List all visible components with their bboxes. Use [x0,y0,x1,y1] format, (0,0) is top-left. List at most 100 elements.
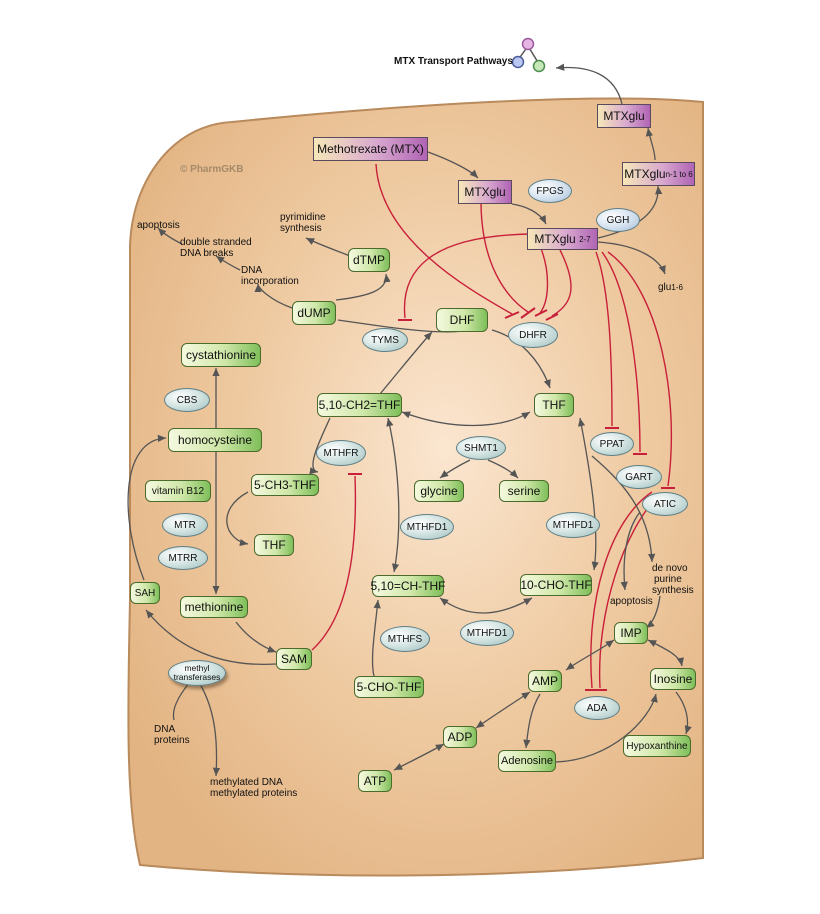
dna-incorporation-label-2: incorporation [241,276,299,287]
dtmp-node[interactable]: dTMP [348,248,390,272]
methyltransferases-label-2: transferases [173,672,221,682]
imp-node[interactable]: IMP [614,622,648,644]
gart-enzyme[interactable]: GART [616,465,662,489]
methotrexate-label: Methotrexate (MTX) [317,142,424,156]
arrow-ch2thf-chthf [386,417,400,573]
mthfs-enzyme[interactable]: MTHFS [380,626,430,652]
arrow-mtxglutop-out [555,63,623,105]
atp-node[interactable]: ATP [358,770,392,792]
inosine-node[interactable]: Inosine [650,668,696,690]
thf-left-node[interactable]: THF [254,534,294,556]
transport-icon [511,37,546,73]
inhibition-bars [348,307,675,691]
5cho-thf-node[interactable]: 5-CHO-THF [354,676,424,698]
10cho-thf-node[interactable]: 10-CHO-THF [520,574,592,596]
arrow-5cho-chthf [371,599,381,677]
methotrexate-node[interactable]: Methotrexate (MTX) [313,137,428,161]
arrow-adp-atp [393,743,445,771]
homocysteine-node[interactable]: homocysteine [168,428,262,452]
watermark-pharmgkb: © PharmGKB [180,164,244,175]
sam-node[interactable]: SAM [276,648,312,670]
cbs-enzyme[interactable]: CBS [164,388,210,412]
methyltransferases-enzyme[interactable]: methyl transferases [168,660,226,686]
mtxglu27-sub: 2-7 [579,234,591,244]
arrow-mtxglu27-mtxglun [597,185,663,239]
inhibit-mtxglu27-gart [601,251,641,453]
arrow-mtxglu27-glu [597,241,666,275]
mthfd1-enzyme-b[interactable]: MTHFD1 [546,512,600,538]
dhf-node[interactable]: DHF [436,308,488,332]
arrow-inosine-hypoxanthine [675,691,692,735]
arrow-chthf-10cho [439,597,533,614]
inhibit-mtxglu27-ppat [595,251,613,427]
methionine-node[interactable]: methionine [180,596,248,618]
denovo-label-2: purine [654,574,682,585]
arrow-dsb-apoptosis [157,227,183,245]
fpgs-enzyme[interactable]: FPGS [528,179,572,203]
inhibit-mtxglu27-dhfr-a [539,245,549,314]
pyrimidine-label-2: synthesis [280,223,322,234]
arrow-dump-dtmp [335,273,391,301]
ch2thf-node[interactable]: 5,10-CH2=THF [317,393,402,417]
arrow-thf-denovo [591,455,656,563]
denovo-label-3: synthesis [652,585,694,596]
inhibit-sam-mthfr [311,475,357,651]
dna-proteins-label-2: proteins [154,735,190,746]
methylated-label-1: methylated DNA [210,777,283,788]
atic-enzyme[interactable]: ATIC [642,492,688,516]
apoptosis-top-label: apoptosis [137,220,180,231]
shmt1-enzyme[interactable]: SHMT1 [456,436,506,460]
arrow-imp-amp [565,639,615,671]
mtr-enzyme[interactable]: MTR [162,513,208,537]
arrow-sah-homocys [127,434,167,581]
mthfd1-enzyme-a[interactable]: MTHFD1 [400,514,454,540]
apoptosis-right-label: apoptosis [610,596,653,607]
arrow-amp-adenosine [523,693,541,749]
cystathionine-node[interactable]: cystathionine [181,343,261,367]
mtxglu-label: MTXglu [464,185,506,199]
arrow-ch2thf-thf [401,411,531,427]
dump-node[interactable]: dUMP [292,301,336,325]
arrow-dnainc-dsb [215,255,241,271]
methyltransferases-label-1: methyl [184,663,210,673]
arrow-methyl-dna [172,681,191,721]
chthf-node[interactable]: 5,10=CH-THF [370,575,446,597]
arrow-dtmp-pyr [305,237,351,257]
mtxglu-top-node[interactable]: MTXglu [597,104,651,128]
ch3thf-node[interactable]: 5-CH3-THF [251,474,319,496]
arrow-shmt1-glycine [439,459,471,479]
arrow-imp-inosine [647,639,684,667]
mtxglu27-node[interactable]: MTXglu 2-7 [527,228,598,250]
arrow-shmt1-serine [487,459,519,479]
serine-node[interactable]: serine [499,480,549,502]
mtrr-enzyme[interactable]: MTRR [158,546,208,570]
mthfr-enzyme[interactable]: MTHFR [316,440,366,466]
hypoxanthine-node[interactable]: Hypoxanthine [623,735,691,757]
amp-node[interactable]: AMP [528,670,562,692]
glu-main: glu [658,282,672,293]
arrow-amp-adp [475,691,531,729]
dna-proteins-label-1: DNA [154,724,176,735]
ppat-enzyme[interactable]: PPAT [590,432,634,456]
dhfr-enzyme[interactable]: DHFR [508,322,558,348]
arrow-mtxglu-mtxglu27 [511,203,547,225]
glycine-node[interactable]: glycine [414,480,464,502]
mtxglu-node[interactable]: MTXglu [458,180,512,204]
arrow-dump-dnainc [254,283,293,309]
adenosine-node[interactable]: Adenosine [498,750,556,772]
sah-node[interactable]: SAH [130,582,160,604]
arrow-methyl-methylated [199,683,221,777]
tyms-enzyme[interactable]: TYMS [362,328,408,352]
ada-enzyme[interactable]: ADA [574,696,620,720]
arrow-dhf-thf [491,329,551,389]
inhibit-mtxglu27-tyms [403,233,531,319]
inhibit-mtxglu27-dhfr-b [551,249,572,317]
mthfd1-enzyme-c[interactable]: MTHFD1 [460,620,514,646]
ggh-enzyme[interactable]: GGH [596,208,640,232]
adp-node[interactable]: ADP [443,726,477,748]
vitamin-b12-node[interactable]: vitamin B12 [145,480,211,502]
thf-center-node[interactable]: THF [534,393,574,417]
denovo-label-1: de novo [652,563,688,574]
